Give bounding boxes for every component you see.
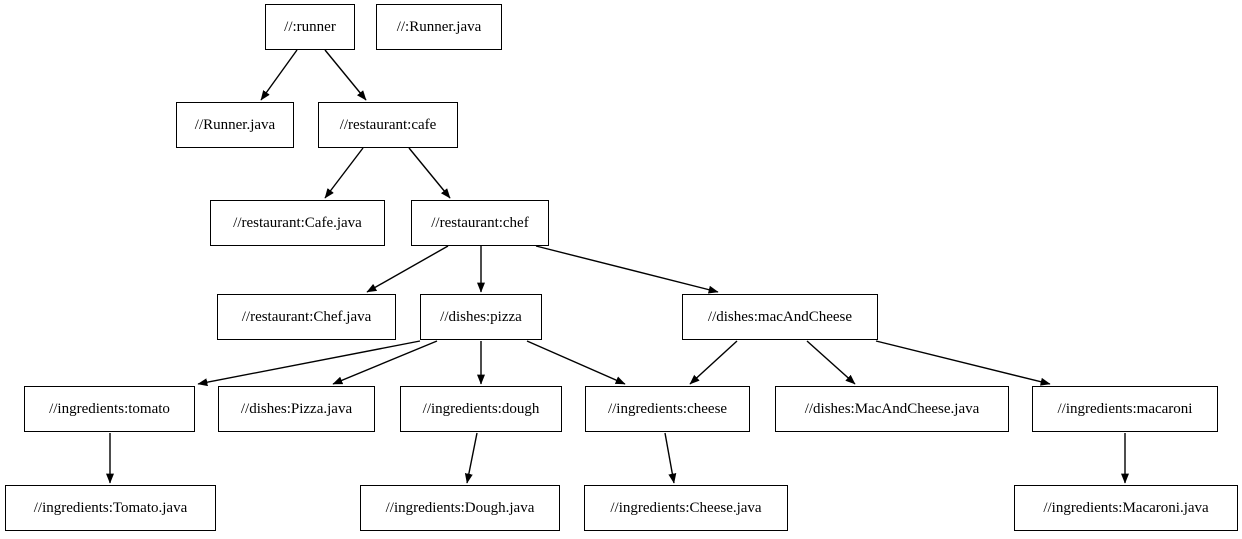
- graph-node-ing_cheese[interactable]: //ingredients:cheese: [585, 386, 750, 432]
- graph-node-ing_cheese_java[interactable]: //ingredients:Cheese.java: [584, 485, 788, 531]
- graph-node-label: //ingredients:Cheese.java: [610, 499, 762, 516]
- graph-node-label: //restaurant:cafe: [339, 116, 437, 133]
- graph-node-label: //ingredients:dough: [422, 400, 540, 417]
- graph-node-label: //restaurant:Chef.java: [241, 308, 372, 325]
- graph-node-label: //:Runner.java: [396, 18, 482, 35]
- graph-node-dishes_mac_java[interactable]: //dishes:MacAndCheese.java: [775, 386, 1009, 432]
- graph-node-restaurant_chef_java[interactable]: //restaurant:Chef.java: [217, 294, 396, 340]
- graph-node-label: //restaurant:chef: [431, 214, 529, 231]
- graph-node-label: //ingredients:Tomato.java: [33, 499, 188, 516]
- graph-node-label: //dishes:pizza: [440, 308, 522, 325]
- graph-node-runner_java[interactable]: //Runner.java: [176, 102, 294, 148]
- graph-node-runner[interactable]: //:runner: [265, 4, 355, 50]
- graph-node-label: //ingredients:tomato: [49, 400, 170, 417]
- graph-node-label: //dishes:Pizza.java: [240, 400, 353, 417]
- graph-node-label: //ingredients:Dough.java: [385, 499, 535, 516]
- graph-node-label: //ingredients:Macaroni.java: [1043, 499, 1209, 516]
- graph-node-label: //dishes:MacAndCheese.java: [804, 400, 980, 417]
- graph-node-dishes_pizza[interactable]: //dishes:pizza: [420, 294, 542, 340]
- graph-node-restaurant_cafe_java[interactable]: //restaurant:Cafe.java: [210, 200, 385, 246]
- graph-node-ing_dough[interactable]: //ingredients:dough: [400, 386, 562, 432]
- graph-node-ing_dough_java[interactable]: //ingredients:Dough.java: [360, 485, 560, 531]
- graph-node-root_runner_java[interactable]: //:Runner.java: [376, 4, 502, 50]
- graph-node-label: //Runner.java: [194, 116, 276, 133]
- graph-node-label: //restaurant:Cafe.java: [233, 214, 362, 231]
- graph-node-dishes_macandcheese[interactable]: //dishes:macAndCheese: [682, 294, 878, 340]
- graph-node-ing_tomato[interactable]: //ingredients:tomato: [24, 386, 195, 432]
- graph-node-restaurant_chef[interactable]: //restaurant:chef: [411, 200, 549, 246]
- graph-node-label: //dishes:macAndCheese: [707, 308, 853, 325]
- graph-node-ing_tomato_java[interactable]: //ingredients:Tomato.java: [5, 485, 216, 531]
- graph-node-dishes_pizza_java[interactable]: //dishes:Pizza.java: [218, 386, 375, 432]
- graph-node-ing_macaroni_java[interactable]: //ingredients:Macaroni.java: [1014, 485, 1238, 531]
- graph-node-label: //ingredients:cheese: [607, 400, 728, 417]
- graph-node-label: //:runner: [284, 18, 336, 35]
- graph-node-ing_macaroni[interactable]: //ingredients:macaroni: [1032, 386, 1218, 432]
- graph-node-label: //ingredients:macaroni: [1057, 400, 1193, 417]
- graph-node-restaurant_cafe[interactable]: //restaurant:cafe: [318, 102, 458, 148]
